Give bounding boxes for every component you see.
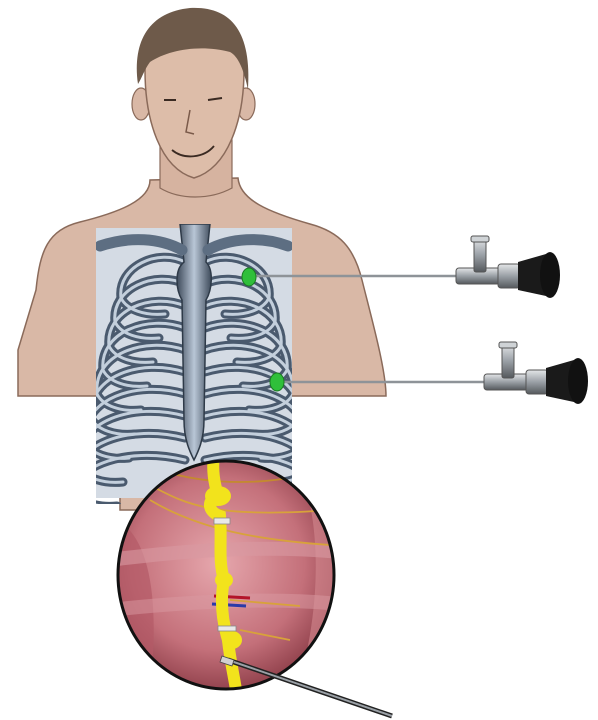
thoracoscope-icon (484, 342, 588, 404)
head-icon (132, 8, 255, 178)
port-marker-icon (270, 373, 284, 391)
thoracoscope-icon (456, 236, 560, 298)
endoscopic-view-icon (110, 456, 392, 716)
port-marker-icon (242, 268, 256, 286)
